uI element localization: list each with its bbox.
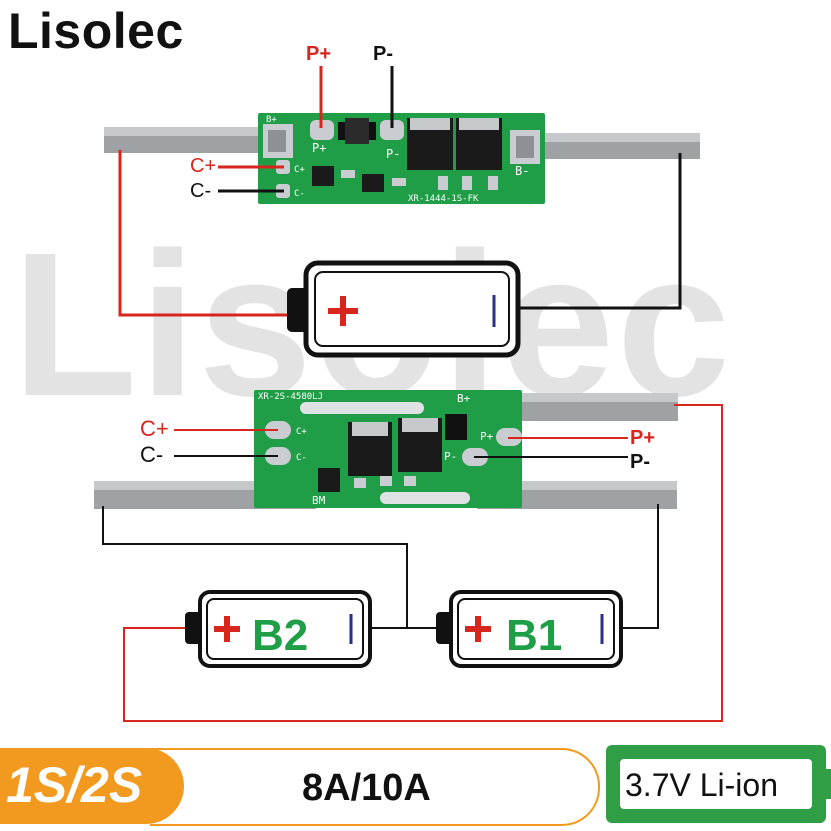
top-pcb-bminus-label: B- [515, 164, 529, 178]
bottom-cplus-tag: C+ [140, 416, 169, 441]
top-battery-positive-wire [118, 150, 296, 317]
pack-positive-wire [123, 404, 723, 722]
battery-b2-label: B2 [252, 611, 308, 660]
bottom-pcb-bm-label: BM [312, 494, 326, 507]
top-pminus-tag: P- [373, 43, 393, 65]
battery-b2: B2 [185, 590, 372, 668]
bottom-pcb-cminus-label: C- [296, 453, 307, 463]
battery-b1-label: B1 [506, 611, 562, 660]
top-pplus-tag: P+ [306, 43, 332, 65]
top-pcb-pminus-label: P- [386, 147, 400, 161]
bottom-pcb-pminus-label: P- [444, 450, 457, 463]
top-cplus-tag: C+ [190, 155, 217, 177]
chemistry-text: 3.7V Li-ion [625, 767, 778, 803]
bottom-pcb-board: XR-2S-4580LJ B+ C+ C- P+ P- BM [254, 390, 522, 508]
b1-negative-wire [618, 504, 659, 629]
config-badge: 1S/2S [0, 748, 184, 824]
config-text: 1S/2S [6, 757, 143, 813]
top-pcb-bplus-label: B+ [266, 115, 277, 125]
top-cminus-tag: C- [190, 180, 212, 202]
bottom-cminus-tag: C- [140, 442, 164, 467]
chemistry-label-box: 3.7V Li-ion [620, 759, 812, 809]
top-battery-negative-wire [516, 153, 682, 310]
bm-midpoint-wire [102, 506, 454, 629]
bottom-pcb-cplus-label: C+ [296, 427, 307, 437]
chemistry-battery-badge: 3.7V Li-ion [606, 745, 831, 823]
top-pcb-board: B+ P+ P- B- C+ C- XR-1444-1S-FK [258, 113, 545, 204]
top-pcb-cminus-label: C- [294, 189, 305, 199]
top-nickel-strip-right [522, 133, 700, 159]
bottom-pminus-tag: P- [630, 451, 650, 473]
bottom-pplus-tag: P+ [630, 427, 656, 449]
current-rating-text: 8A/10A [302, 767, 431, 809]
bottom-pcb-model: XR-2S-4580LJ [258, 392, 323, 402]
top-nickel-strip-left [104, 127, 280, 153]
top-pcb-model: XR-1444-1S-FK [408, 194, 479, 204]
top-pcb-cplus-label: C+ [294, 165, 305, 175]
battery-b1: B1 [436, 590, 623, 668]
brand-logo: Lisolec [8, 3, 184, 59]
battery-terminal-nub [824, 769, 831, 799]
top-pcb-pplus-label: P+ [312, 141, 326, 155]
current-rating-badge: 8A/10A [150, 748, 600, 826]
bottom-pcb-pplus-label: P+ [480, 430, 494, 443]
bottom-pcb-bplus-label: B+ [457, 392, 471, 405]
single-battery [287, 260, 521, 358]
wiring-diagram: B+ P+ P- B- C+ C- XR-1444-1S-FK [94, 66, 723, 722]
